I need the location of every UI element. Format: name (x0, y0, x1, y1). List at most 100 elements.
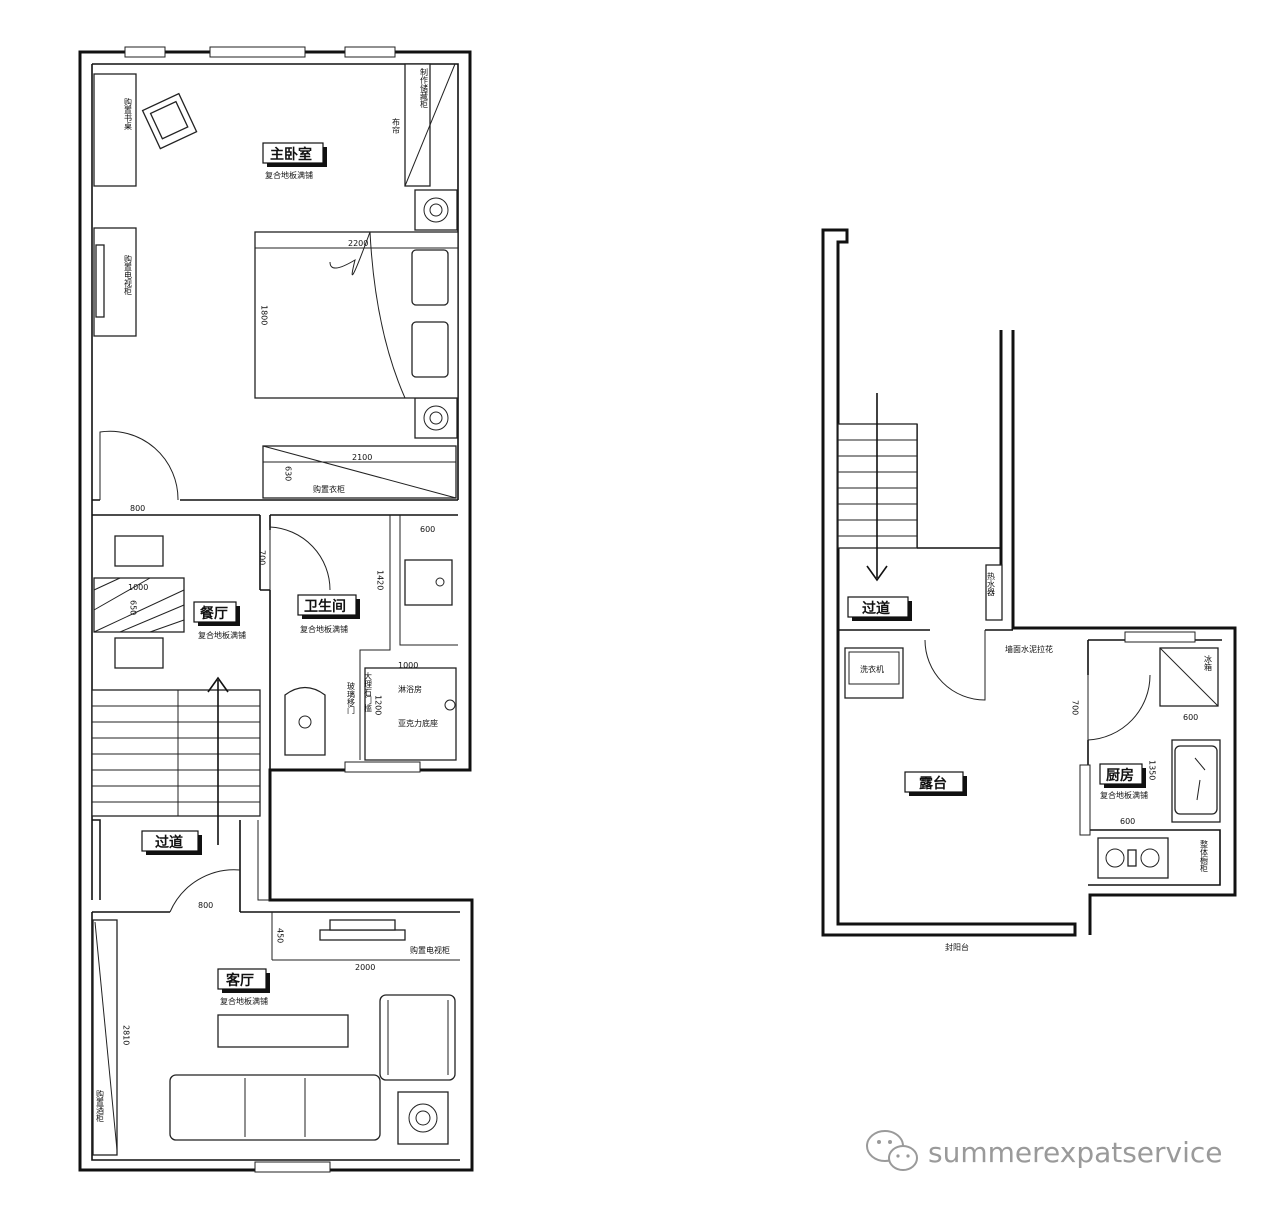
wine-cabinet (92, 919, 118, 1156)
room-label-box (141, 830, 199, 852)
dim-kitchen-door: 700 (1071, 700, 1080, 715)
floor2-plan: 过道 热水器 墙面水泥拉花 洗衣机 露台 700 冰箱 600 1350 厨房 … (821, 228, 1237, 952)
dim-tv-len: 2000 (355, 963, 375, 972)
tv-set (95, 244, 105, 318)
washer (844, 647, 904, 699)
door-swing (1087, 674, 1151, 741)
wechat-icon (866, 1130, 918, 1171)
water-heater (985, 564, 1003, 621)
chair (114, 535, 164, 567)
dim-fridge-w: 600 (1183, 713, 1198, 722)
dim-wardrobe-w: 630 (284, 466, 293, 481)
master-bedroom-name: 主卧室 (270, 146, 312, 163)
shower-room (364, 667, 457, 761)
door-swing (99, 430, 179, 501)
chair (114, 637, 164, 669)
wall (259, 515, 271, 770)
dim-door-bedroom: 800 (130, 504, 145, 513)
shower-room-label: 淋浴房 (398, 684, 422, 694)
wall (359, 515, 391, 760)
room-label-box (193, 601, 237, 623)
nightstand (414, 189, 458, 231)
wall (257, 820, 270, 901)
dim-tv-depth: 450 (276, 928, 285, 943)
dim-wardrobe-len: 2100 (352, 453, 372, 462)
room-label-box (262, 142, 324, 164)
cabinet-diagonal (404, 63, 456, 187)
marble-sill-label: 大理石门槛 (364, 671, 373, 713)
living-name: 客厅 (225, 972, 254, 989)
window (124, 46, 166, 58)
room-label-box (847, 596, 909, 618)
dim-counter-w: 600 (1120, 817, 1135, 826)
watermark: summerexpatservice (866, 1130, 1223, 1171)
passage-name: 过道 (155, 834, 183, 851)
dim-passage-door: 800 (198, 901, 213, 910)
custom-cabinet-label: 制作储藏柜 (420, 67, 429, 109)
dining-name: 餐厅 (199, 605, 228, 622)
room-label-box (297, 594, 357, 616)
dim-shower-d: 1200 (374, 695, 383, 715)
room-label-box (904, 771, 964, 793)
dim-living-len: 2810 (122, 1025, 131, 1045)
armchair (379, 994, 456, 1081)
curtain-label: 布帘 (392, 117, 401, 135)
glass-door-label: 玻璃移门 (347, 681, 356, 715)
dim-table-d: 650 (129, 600, 138, 615)
bathroom-floor: 复合地板满铺 (300, 624, 348, 634)
dim-bed-len: 2200 (348, 239, 368, 248)
door-swing (99, 820, 241, 913)
pillow (411, 321, 449, 378)
staircase (91, 689, 261, 817)
floor1-plan: 购置书桌 购置电视柜 制作储藏柜 布帘 主卧室 复合地板满铺 2200 180 (78, 46, 474, 1173)
pillow (411, 249, 449, 306)
living-floor: 复合地板满铺 (220, 996, 268, 1006)
custom-cabinet (404, 63, 431, 187)
floor2-outer-wall (821, 228, 1077, 937)
desk (93, 73, 137, 187)
integrated-cabinet-label: 整体橱柜 (1200, 839, 1209, 873)
bathroom-name: 卫生间 (304, 598, 346, 615)
door-swing (924, 630, 986, 701)
dining-floor: 复合地板满铺 (198, 630, 246, 640)
door-swing (269, 526, 331, 591)
kitchen-sink (1174, 745, 1218, 815)
room-label-box (1099, 763, 1143, 785)
window (1079, 764, 1091, 836)
nightstand (414, 397, 458, 439)
window (344, 761, 421, 773)
desk-label: 购置书桌 (124, 97, 133, 131)
wall-tile-label: 墙面水泥拉花 (1005, 644, 1053, 654)
dim-table-w: 1000 (128, 583, 148, 592)
tv-set (329, 919, 396, 931)
window (209, 46, 306, 58)
kitchen-floor: 复合地板满铺 (1100, 790, 1148, 800)
wall (399, 515, 458, 646)
passage2-name: 过道 (862, 600, 890, 617)
washer-label: 洗衣机 (860, 664, 884, 674)
dim-bath-door: 700 (258, 550, 267, 565)
enclosed-balcony-label: 封阳台 (945, 942, 969, 952)
side-table (397, 1091, 449, 1145)
toilet (284, 686, 326, 756)
tv-cabinet-living-label: 购置电视柜 (410, 945, 450, 955)
wall (92, 499, 458, 516)
toilet-note: 亚克力底座 (398, 718, 438, 728)
watermark-text: summerexpatservice (928, 1136, 1223, 1169)
sink (404, 559, 453, 606)
window (344, 46, 396, 58)
dim-shower-w: 1000 (398, 661, 418, 670)
sofa (169, 1074, 381, 1141)
wardrobe-label: 购置衣柜 (313, 484, 345, 494)
master-bedroom-floor: 复合地板满铺 (265, 170, 313, 180)
armchair (141, 92, 198, 150)
fridge-label: 冰箱 (1204, 654, 1213, 672)
wall (91, 911, 460, 1161)
tv-cabinet-living (319, 929, 406, 941)
dim-basin-w: 600 (420, 525, 435, 534)
tv-cabinet-bedroom-label: 购置电视柜 (124, 254, 133, 296)
window (1124, 631, 1196, 643)
water-heater-label: 热水器 (987, 571, 996, 597)
shower-drain (444, 699, 456, 711)
